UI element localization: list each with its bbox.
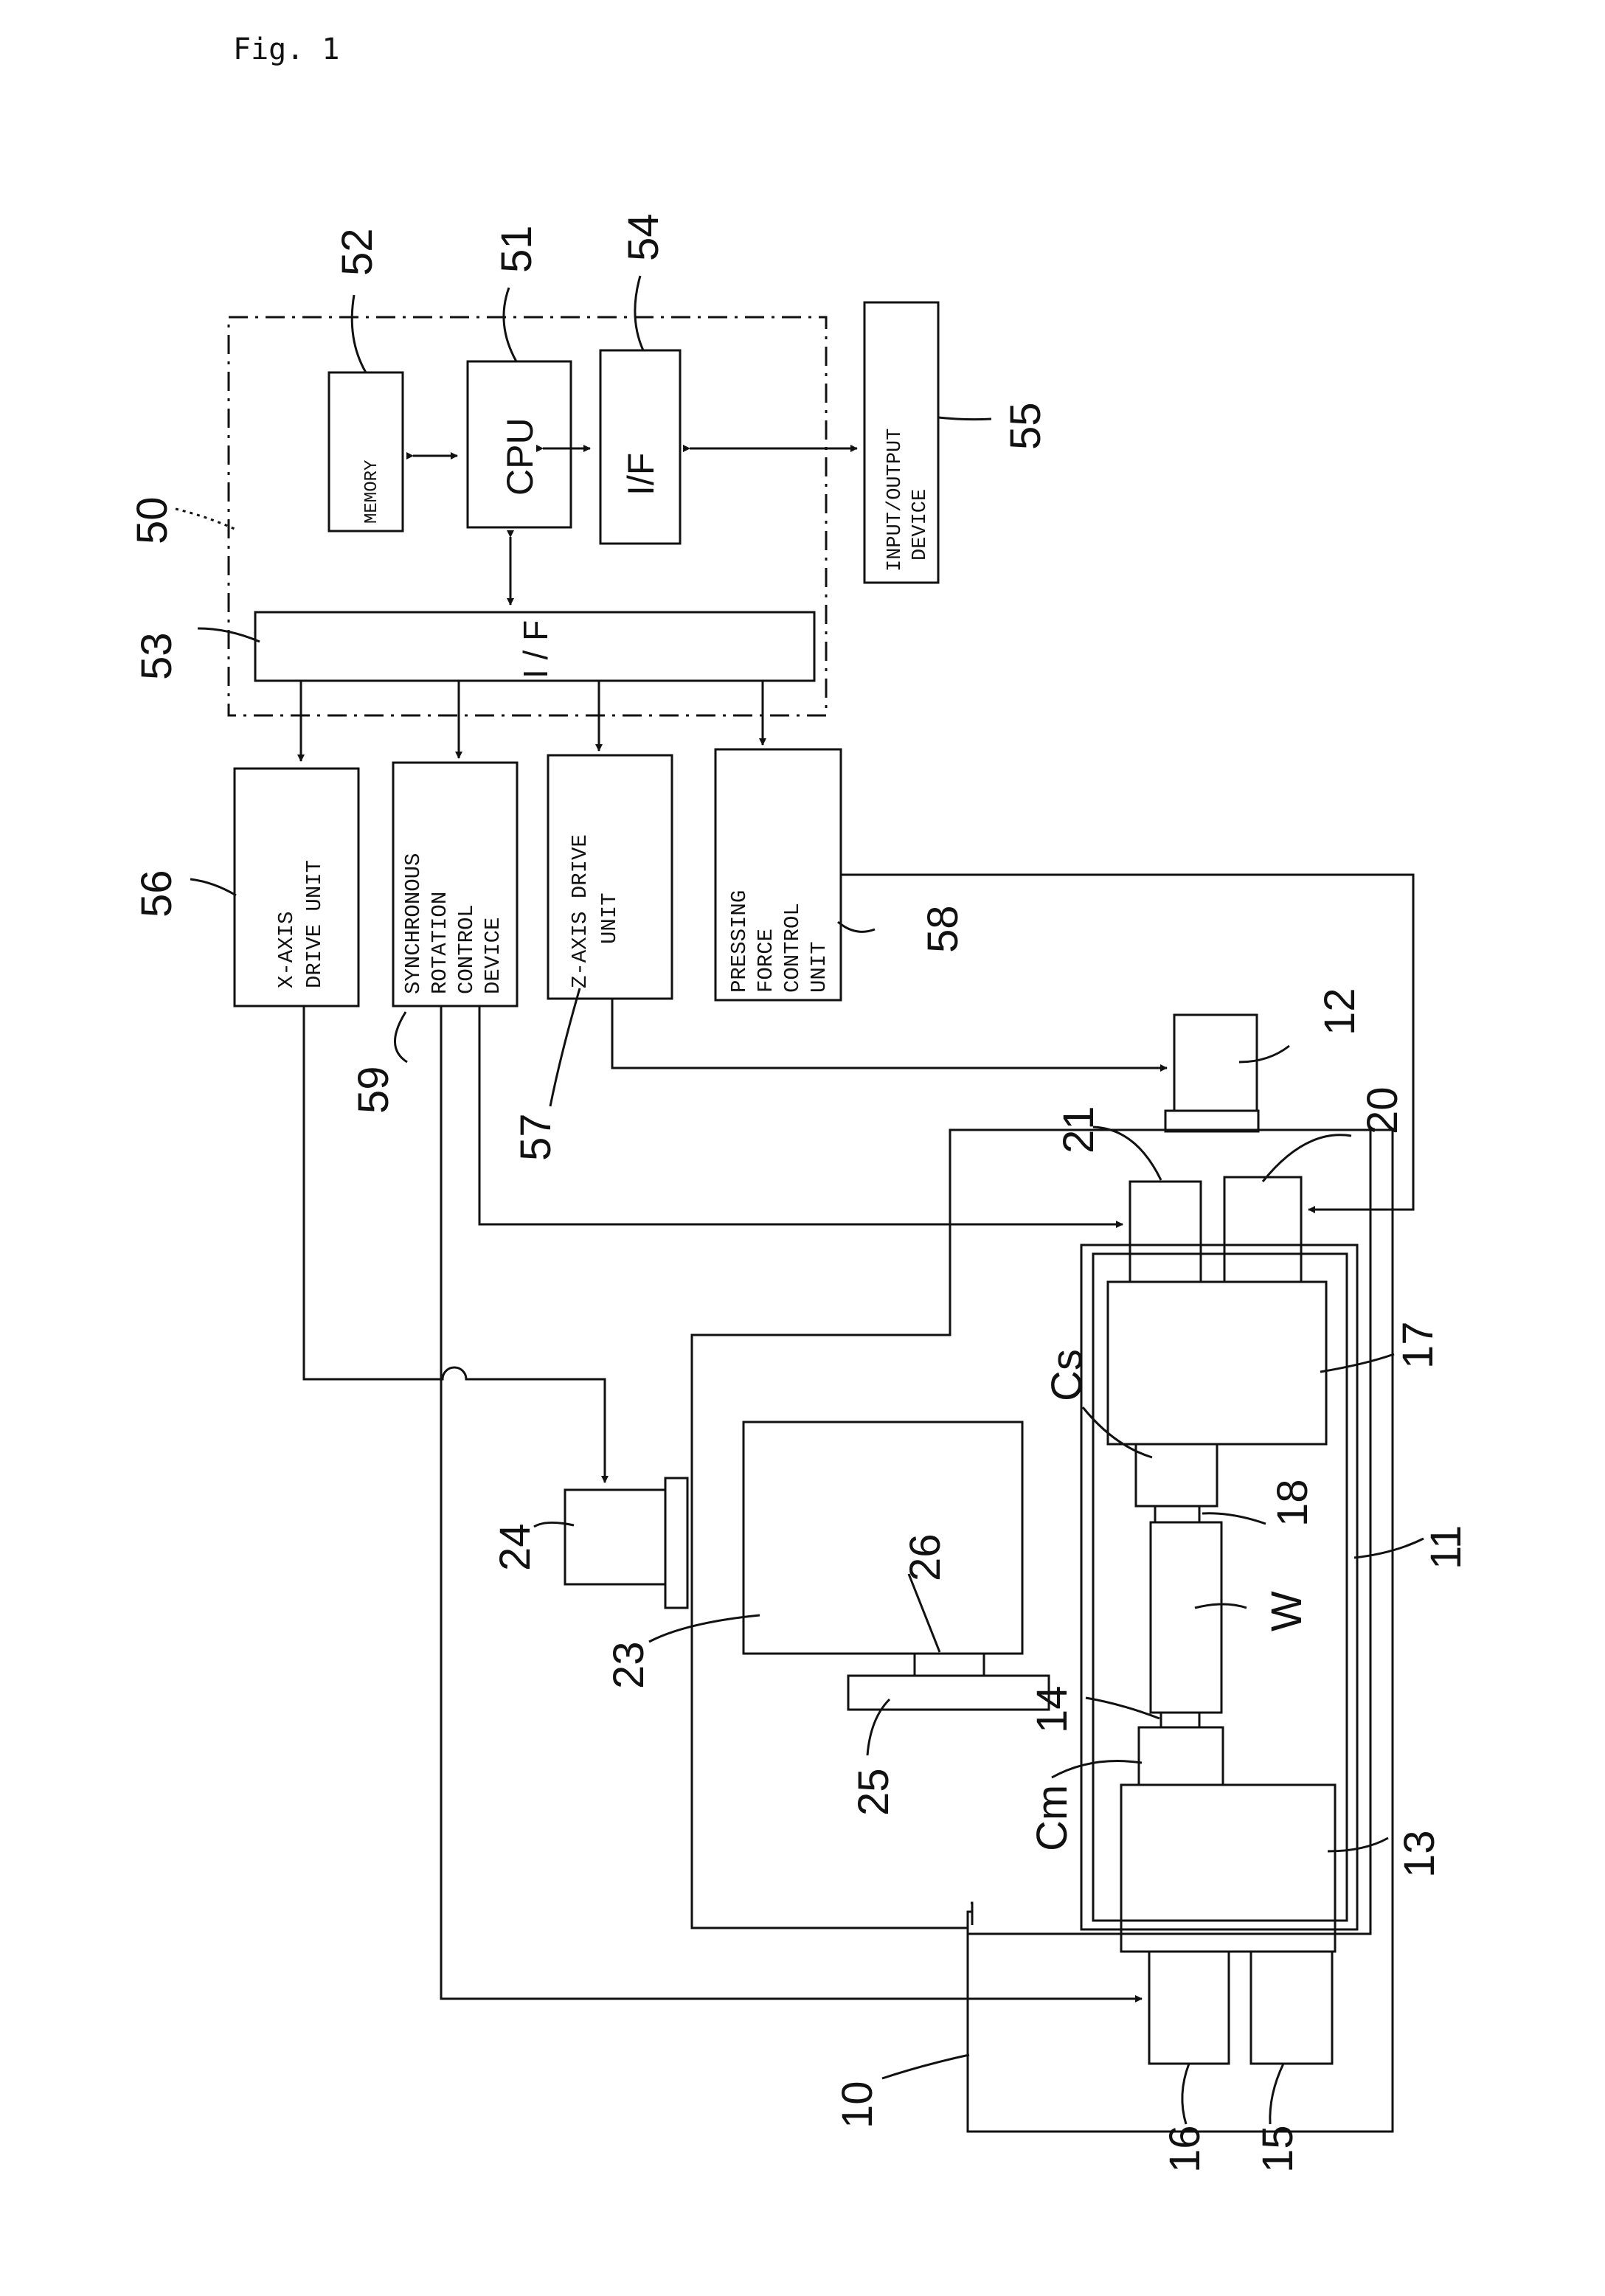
motor-24-flange [665,1478,687,1608]
ref-24: 24 [491,1523,539,1571]
pressing-label-line4: UNIT [807,941,831,993]
bed-frame [950,1130,1370,1934]
ref-11: 11 [1422,1525,1470,1570]
ref-57: 57 [512,1113,560,1161]
pressing-label-line2: FORCE [754,929,778,993]
ref-23: 23 [605,1641,653,1689]
center-18 [1155,1506,1199,1522]
pressing-label-line1: PRESSING [727,890,752,993]
leader-24 [534,1522,574,1527]
ref-cm: Cm [1028,1785,1076,1851]
ref-18: 18 [1269,1479,1317,1527]
ref-52: 52 [333,228,381,276]
workpiece-w [1151,1522,1221,1713]
pressing-label-line3: CONTROL [780,903,805,993]
ref-50: 50 [128,496,176,544]
ref-54: 54 [620,213,668,261]
ref-16: 16 [1161,2125,1209,2173]
sync-label-line2: ROTATION [428,892,452,994]
leader-55 [938,417,991,420]
table [1081,1245,1357,1929]
interface-upper-label: I/F [620,453,662,496]
ref-12: 12 [1316,988,1364,1036]
ref-25: 25 [850,1768,898,1816]
z-axis-label-line1: Z-AXIS DRIVE [568,834,592,988]
leader-20 [1263,1135,1351,1182]
ref-58: 58 [919,905,967,953]
block-16 [1149,1952,1229,2064]
memory-label: MEMORY [362,460,382,524]
leader-25 [867,1699,890,1755]
leader-59 [395,1012,407,1062]
wheel-head-23 [743,1422,1022,1654]
leader-58 [838,922,875,932]
sync-label-line3: CONTROL [454,904,479,994]
ref-51: 51 [493,225,541,273]
ref-17: 17 [1394,1321,1442,1369]
ref-cs: Cs [1043,1349,1091,1401]
ref-15: 15 [1254,2125,1302,2173]
leader-50 [176,509,236,530]
ref-26: 26 [901,1533,949,1581]
x-axis-label-line1: X-AXIS [274,912,299,988]
ref-w: W [1263,1591,1311,1631]
ref-53: 53 [133,632,181,680]
cpu-label: CPU [499,417,541,496]
tailstock-13 [1121,1785,1335,1952]
io-device-label-line1: INPUT/OUTPUT [884,429,907,572]
headstock-17 [1108,1282,1326,1444]
leader-15 [1270,2064,1283,2124]
sync-label-line1: SYNCHRONOUS [401,853,426,994]
line-z-axis-to-12 [612,999,1167,1068]
leader-cm [1052,1761,1142,1778]
leader-54 [635,276,643,350]
ref-13: 13 [1396,1830,1443,1878]
leader-26 [909,1574,940,1652]
line-sync-to-21 [479,1006,1123,1224]
leader-52 [352,295,366,372]
chuck-cm [1139,1727,1223,1785]
block-15 [1251,1952,1332,2064]
block-20 [1224,1177,1301,1282]
leader-14 [1086,1698,1159,1718]
leader-57 [550,988,580,1106]
leader-11 [1354,1539,1424,1558]
ref-10: 10 [833,2081,881,2129]
chuck-cs [1136,1444,1217,1506]
ref-59: 59 [350,1066,398,1114]
spindle-26 [915,1654,984,1676]
leader-21 [1093,1127,1161,1180]
ref-20: 20 [1359,1086,1407,1134]
motor-24-block [565,1490,665,1584]
leader-51 [504,288,516,361]
ref-21: 21 [1055,1106,1103,1154]
z-axis-drive-unit [548,755,672,999]
io-device-label-line2: DEVICE [909,489,932,561]
interface-lower-label: I / F [516,620,555,679]
ref-56: 56 [133,870,181,918]
leader-10 [882,2055,969,2078]
x-axis-label-line2: DRIVE UNIT [302,860,327,988]
table-inner [1093,1254,1347,1921]
leader-56 [190,879,236,895]
ref-55: 55 [1002,402,1050,450]
z-axis-label-line2: UNIT [597,892,622,944]
leader-12 [1239,1046,1289,1062]
leader-16 [1182,2064,1189,2124]
ref-14: 14 [1028,1685,1076,1733]
motor-12-flange [1165,1111,1258,1131]
sync-label-line4: DEVICE [481,918,505,994]
center-14 [1161,1713,1199,1727]
block-21 [1130,1182,1201,1282]
interface-upper-block [600,350,680,544]
grinding-wheel-25 [848,1676,1049,1710]
